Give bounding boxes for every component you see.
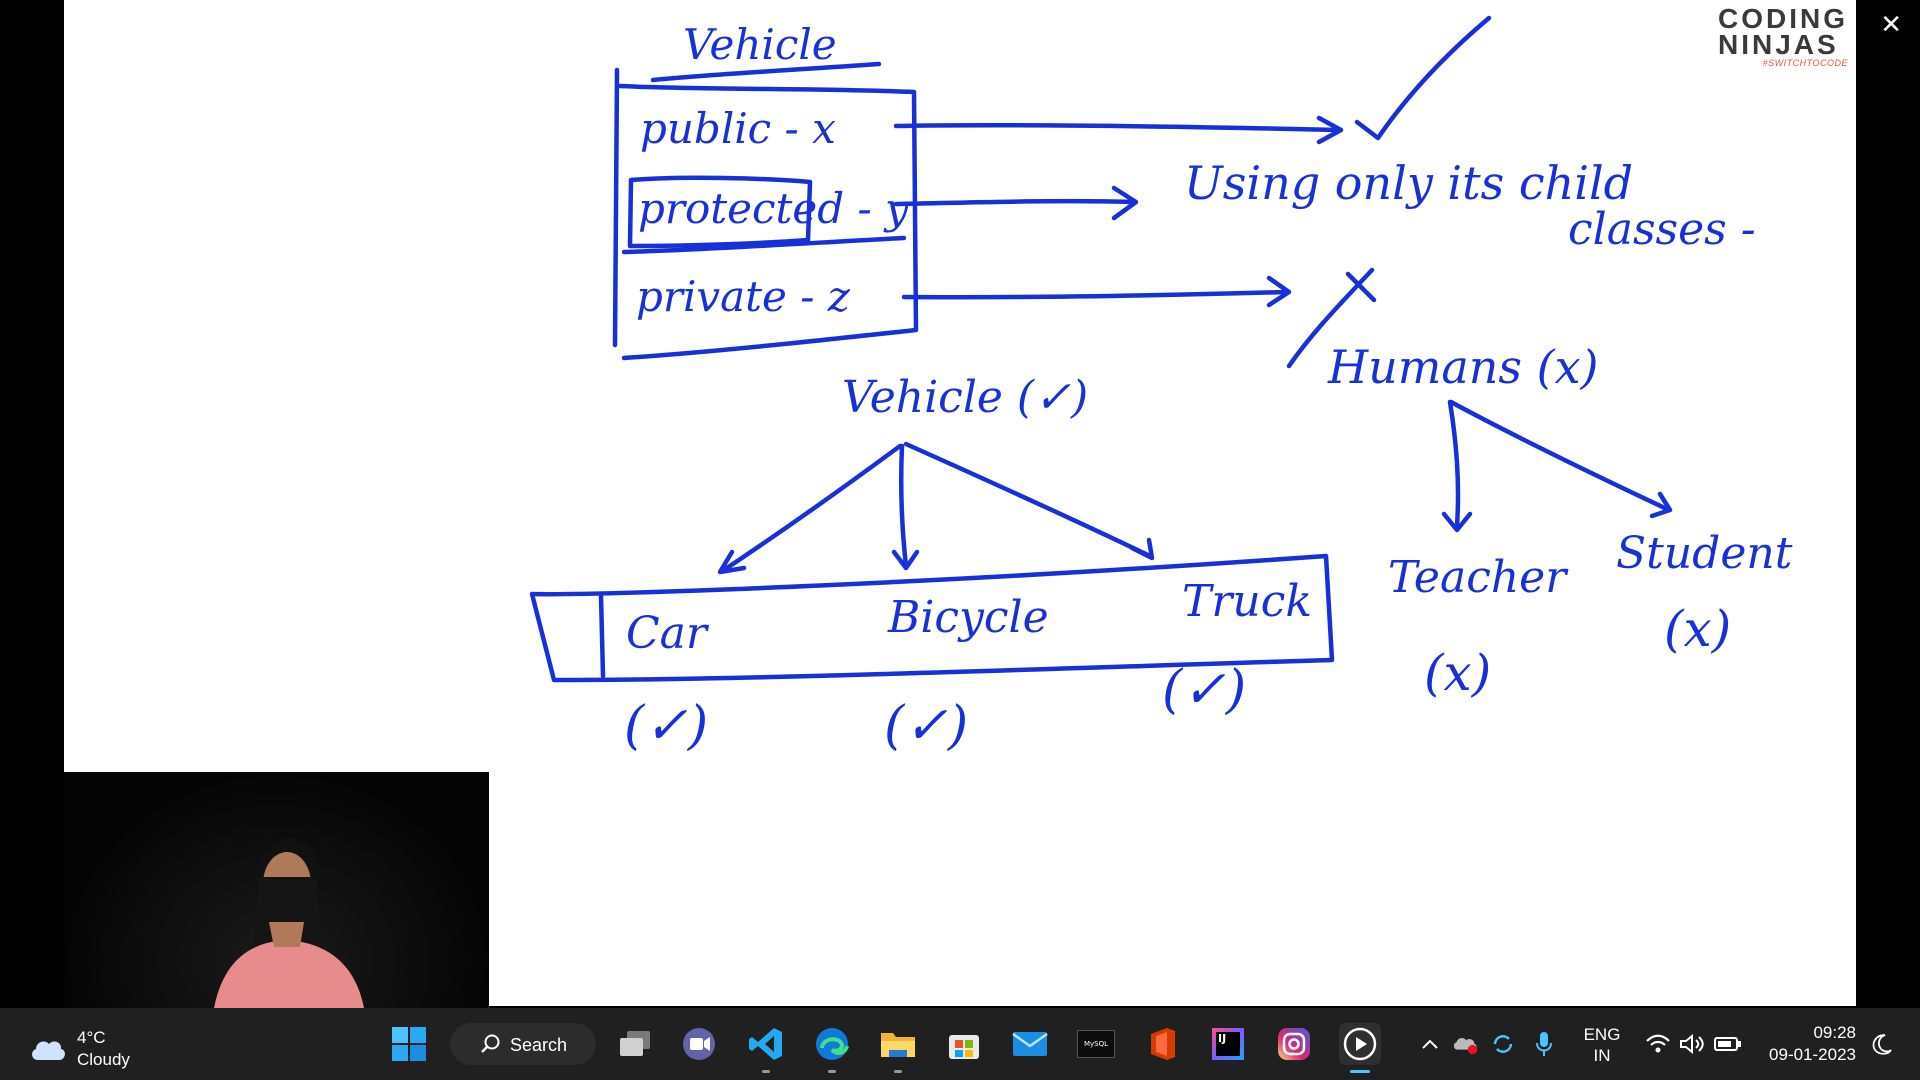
car-mark: (✓) bbox=[624, 696, 709, 756]
media-player-button[interactable] bbox=[1339, 1023, 1381, 1073]
mail-button[interactable] bbox=[1009, 1023, 1051, 1065]
office-icon bbox=[1151, 1028, 1175, 1060]
coding-ninjas-logo: CODING NINJAS #SWITCHTOCODE bbox=[1718, 3, 1848, 69]
member-protected: protected - y bbox=[638, 184, 909, 233]
start-button[interactable] bbox=[388, 1023, 430, 1065]
running-indicator bbox=[762, 1070, 770, 1073]
presenter-image bbox=[214, 838, 364, 1008]
tree-right-child-teacher: Teacher bbox=[1388, 552, 1567, 603]
battery-status[interactable] bbox=[1714, 1030, 1742, 1058]
volume-control[interactable] bbox=[1678, 1030, 1706, 1058]
edge-icon bbox=[816, 1028, 849, 1060]
member-private: private - z bbox=[636, 272, 850, 321]
edge-button[interactable] bbox=[811, 1023, 853, 1073]
class-title: Vehicle bbox=[683, 20, 837, 69]
search-button[interactable]: Search bbox=[450, 1023, 596, 1065]
cloud-icon bbox=[32, 1041, 65, 1060]
wifi-icon bbox=[1646, 1034, 1670, 1053]
mail-icon bbox=[1012, 1032, 1048, 1056]
instagram-button[interactable] bbox=[1273, 1023, 1315, 1065]
sync-status[interactable] bbox=[1489, 1030, 1517, 1058]
search-label: Search bbox=[510, 1035, 568, 1055]
ink-strokes bbox=[529, 15, 1673, 683]
clock-time: 09:28 bbox=[1813, 1023, 1856, 1042]
intellij-button[interactable]: IJ bbox=[1207, 1023, 1249, 1065]
taskbar: 4°C Cloudy Search bbox=[0, 1008, 1920, 1080]
tree-left-child-car: Car bbox=[626, 608, 707, 659]
office-button[interactable] bbox=[1141, 1023, 1183, 1065]
cloud-error-icon bbox=[1453, 1037, 1478, 1055]
onedrive-status[interactable] bbox=[1452, 1030, 1480, 1058]
chevron-up-icon bbox=[1422, 1039, 1438, 1049]
mysql-button[interactable]: MySQL bbox=[1075, 1023, 1117, 1065]
clock-date: 09-01-2023 bbox=[1769, 1045, 1856, 1064]
wifi-status[interactable] bbox=[1644, 1030, 1672, 1058]
store-icon bbox=[949, 1035, 979, 1059]
tree-left-child-bicycle: Bicycle bbox=[888, 592, 1049, 643]
language-indicator[interactable]: ENG IN bbox=[1582, 1024, 1622, 1066]
teacher-mark: (x) bbox=[1424, 644, 1492, 702]
bicycle-mark: (✓) bbox=[884, 696, 969, 756]
clock[interactable]: 09:28 09-01-2023 bbox=[1756, 1022, 1856, 1066]
language-code: ENG bbox=[1583, 1025, 1621, 1044]
battery-icon bbox=[1714, 1037, 1741, 1051]
tree-left-root: Vehicle (✓) bbox=[842, 372, 1089, 423]
active-indicator bbox=[1350, 1070, 1370, 1073]
task-view-button[interactable] bbox=[614, 1023, 656, 1065]
vscode-icon bbox=[749, 1028, 782, 1060]
instagram-icon bbox=[1278, 1028, 1310, 1060]
video-frame: Vehicle public - x protected - y private… bbox=[64, 0, 1902, 1008]
search-icon bbox=[481, 1034, 500, 1053]
weather-temperature: 4°C bbox=[77, 1028, 106, 1047]
tree-left-child-truck: Truck bbox=[1182, 576, 1313, 627]
logo-line1: CODING bbox=[1718, 3, 1848, 34]
store-button[interactable] bbox=[943, 1023, 985, 1065]
sync-icon bbox=[1493, 1035, 1513, 1053]
speaker-icon bbox=[1680, 1033, 1704, 1055]
task-view-icon bbox=[620, 1031, 650, 1056]
folder-icon bbox=[881, 1033, 915, 1057]
intellij-frame: IJ bbox=[1212, 1028, 1244, 1060]
notifications-button[interactable] bbox=[1868, 1030, 1896, 1058]
webcam-overlay bbox=[64, 772, 489, 1008]
child-note-line2: classes - bbox=[1568, 204, 1756, 255]
child-note-line1: Using only its child bbox=[1184, 156, 1634, 210]
windows-logo-icon bbox=[392, 1027, 426, 1061]
play-icon bbox=[1343, 1027, 1377, 1061]
moon-icon bbox=[1872, 1034, 1892, 1055]
microphone-status[interactable] bbox=[1530, 1030, 1558, 1058]
weather-condition: Cloudy bbox=[77, 1050, 130, 1069]
intellij-icon: IJ bbox=[1216, 1032, 1240, 1056]
teams-chat-button[interactable] bbox=[679, 1023, 721, 1065]
tree-right-root: Humans (x) bbox=[1328, 340, 1599, 394]
running-indicator bbox=[894, 1070, 902, 1073]
close-icon[interactable]: ✕ bbox=[1880, 10, 1902, 40]
show-hidden-icons-button[interactable] bbox=[1416, 1030, 1444, 1058]
mysql-icon: MySQL bbox=[1077, 1030, 1115, 1058]
logo-tagline: #SWITCHTOCODE bbox=[1762, 58, 1848, 68]
running-indicator bbox=[828, 1070, 836, 1073]
truck-mark: (✓) bbox=[1162, 660, 1247, 720]
member-public: public - x bbox=[640, 104, 836, 153]
file-explorer-button[interactable] bbox=[877, 1023, 919, 1073]
video-chat-icon bbox=[683, 1028, 715, 1060]
logo-line2: NINJAS bbox=[1718, 29, 1839, 60]
student-mark: (x) bbox=[1664, 600, 1732, 658]
language-region: IN bbox=[1593, 1046, 1611, 1065]
vscode-button[interactable] bbox=[745, 1023, 787, 1073]
microphone-icon bbox=[1536, 1032, 1552, 1056]
tree-right-child-student: Student bbox=[1616, 528, 1793, 579]
